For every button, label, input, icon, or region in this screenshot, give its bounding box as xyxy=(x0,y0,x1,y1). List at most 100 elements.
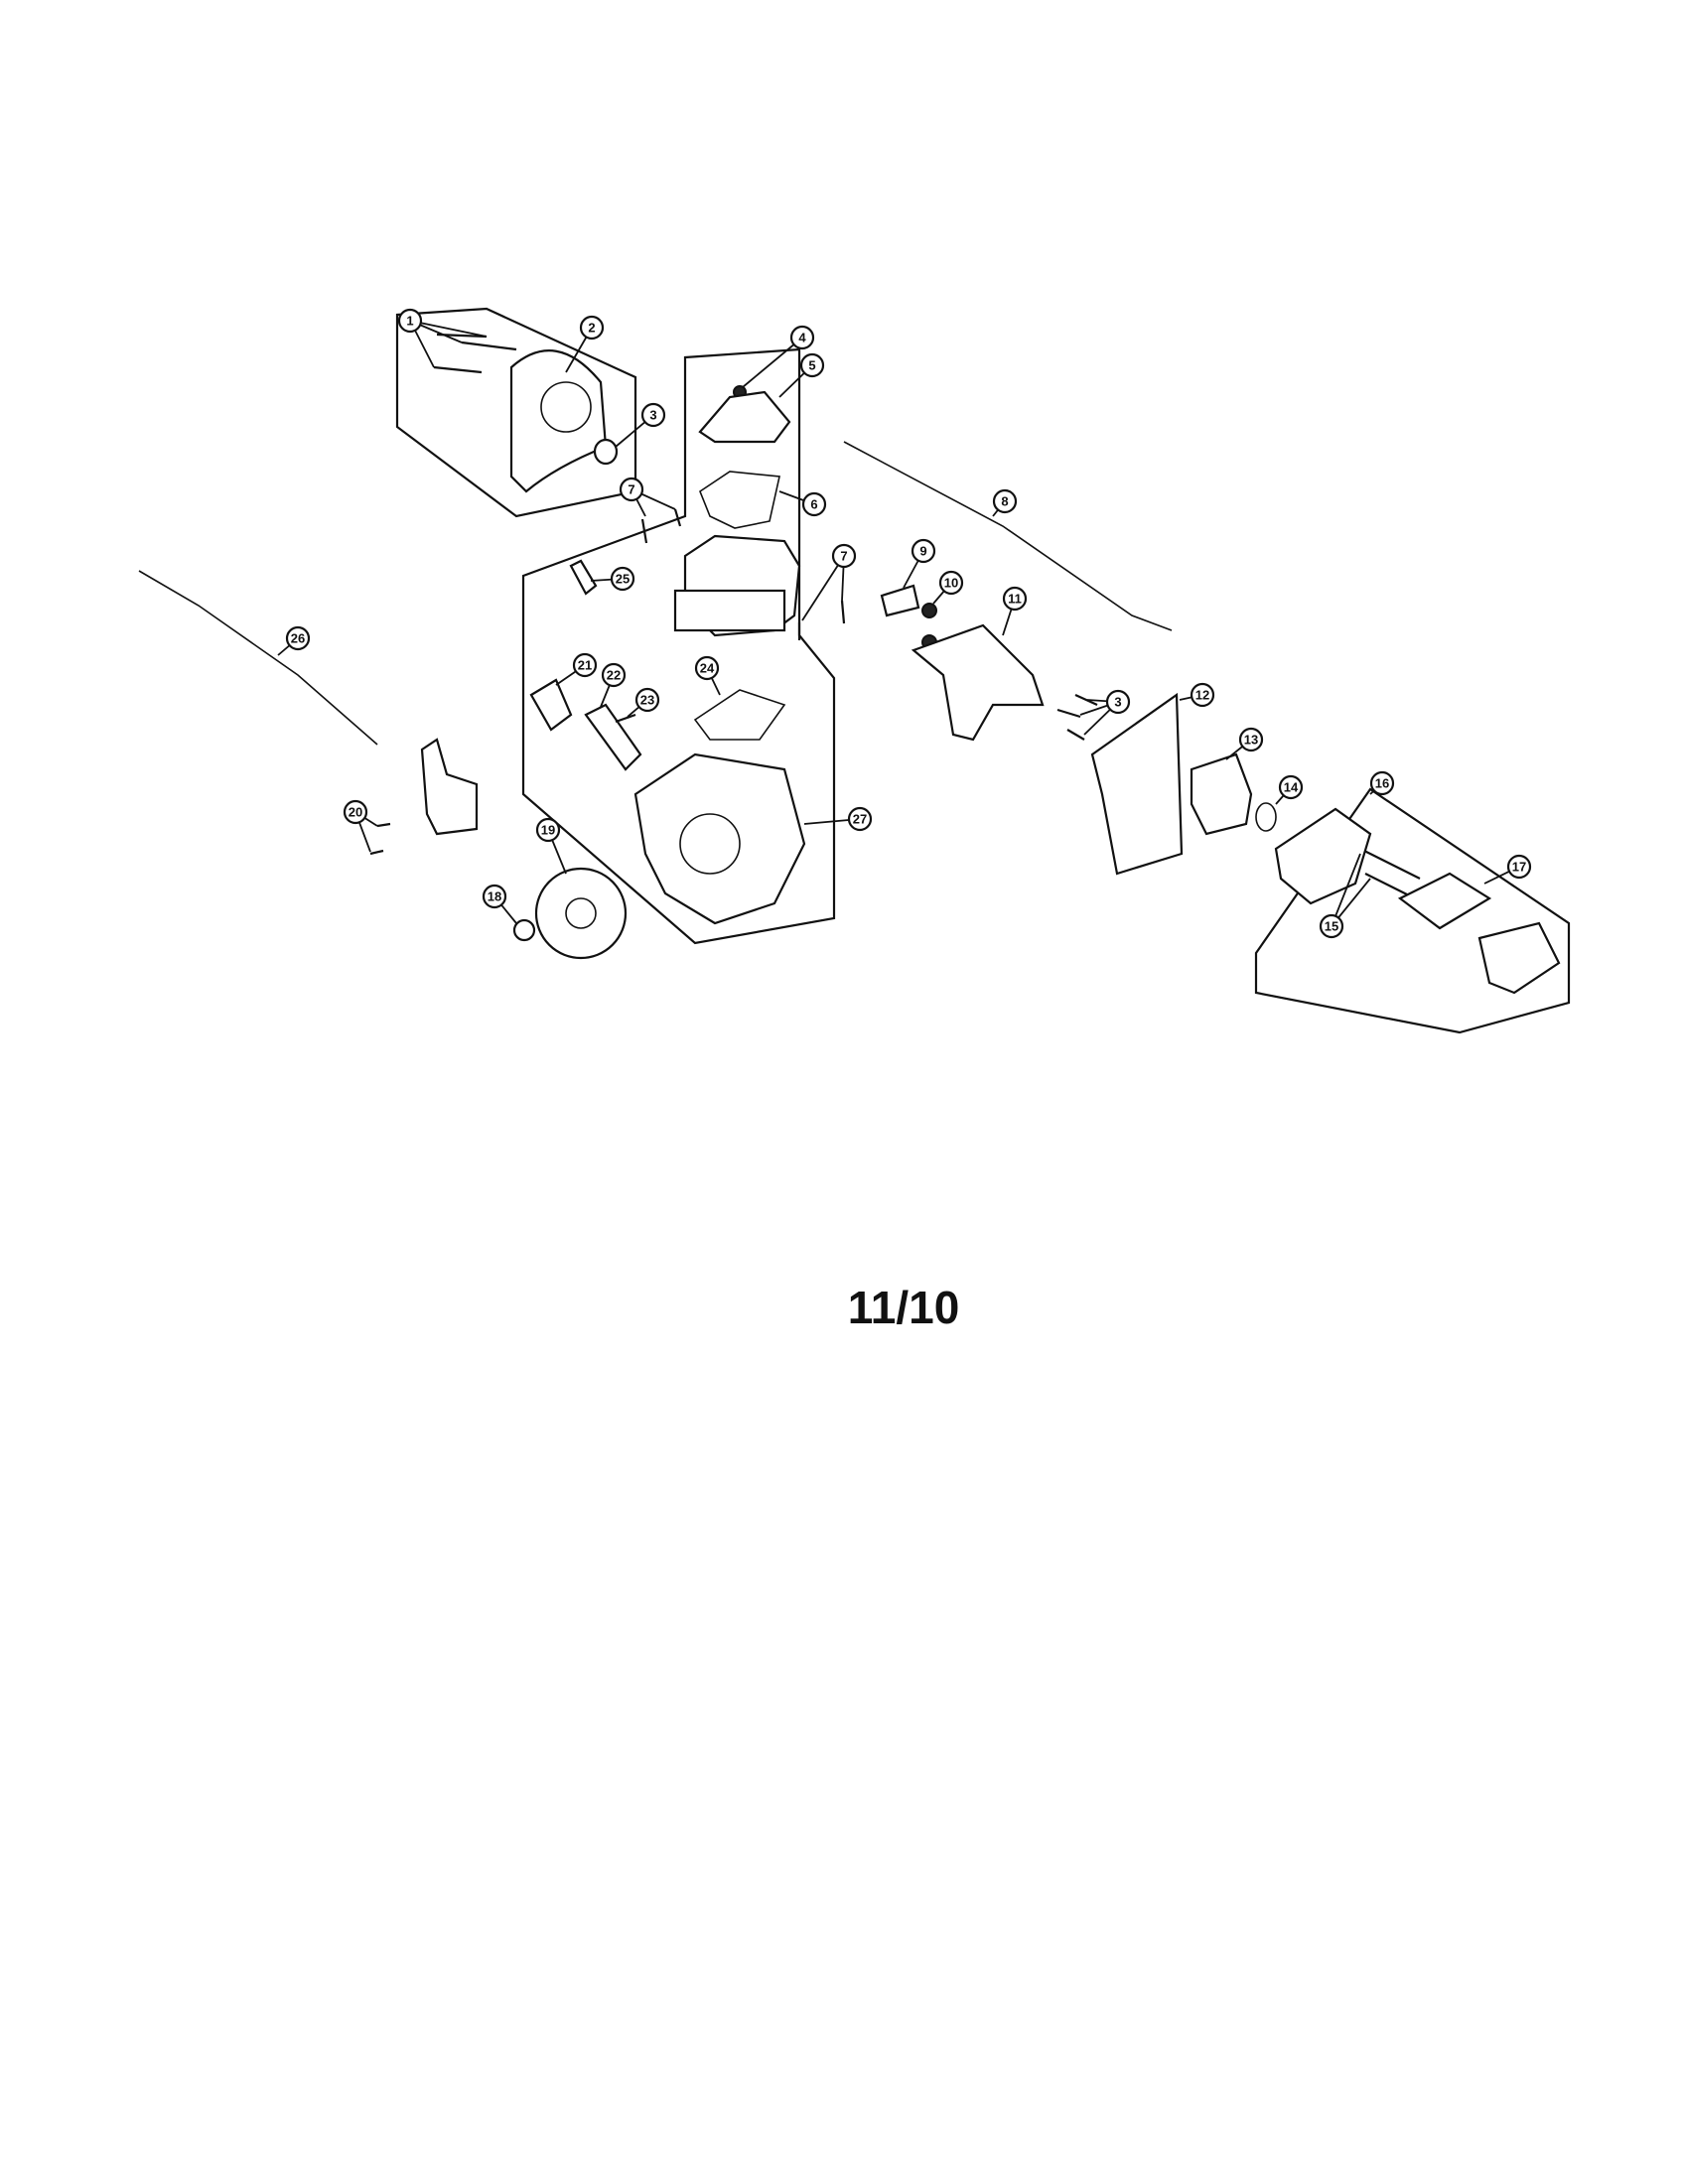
callout-circle xyxy=(789,325,815,350)
throttle-cable-part-8 xyxy=(843,441,1173,631)
spring-part-21 xyxy=(529,678,573,732)
callout-number: 14 xyxy=(1284,780,1299,795)
callout-number: 9 xyxy=(919,544,926,559)
callout-circle xyxy=(601,662,627,688)
callout-circle xyxy=(535,817,561,843)
callout-27: 27 xyxy=(847,806,873,832)
callout-circle xyxy=(992,488,1018,514)
callout-circle xyxy=(1105,689,1131,715)
callout-24: 24 xyxy=(694,655,720,681)
callout-13: 13 xyxy=(1238,727,1264,752)
callout-circle xyxy=(1278,774,1304,800)
callout-11: 11 xyxy=(1002,586,1028,612)
screws-part-7-upper xyxy=(640,508,682,544)
callout-circle xyxy=(1319,913,1344,939)
plug-part-25 xyxy=(569,559,598,596)
callout-25: 25 xyxy=(610,566,635,592)
callout-circle xyxy=(634,687,660,713)
air-filter-base-part-16 xyxy=(1274,807,1372,905)
callout-number: 10 xyxy=(944,576,958,591)
ignition-coil xyxy=(420,738,479,836)
callout-circle xyxy=(619,477,644,502)
callout-circle xyxy=(831,543,857,569)
carburetor-part-13 xyxy=(1190,752,1253,836)
air-filter-cover-part-17 xyxy=(1397,872,1492,930)
callout-3a: 3 xyxy=(640,402,666,428)
callout-circle xyxy=(799,352,825,378)
group-box-air-filter xyxy=(1254,787,1571,1034)
callout-circle xyxy=(343,799,368,825)
gasket-part-24 xyxy=(693,689,786,741)
callout-circle xyxy=(610,566,635,592)
callout-12: 12 xyxy=(1190,682,1215,708)
callout-circle xyxy=(285,625,311,651)
callout-3b: 3 xyxy=(1105,689,1131,715)
callout-number: 7 xyxy=(628,482,634,497)
fan-housing-part-2 xyxy=(509,349,608,493)
gasket-part-14 xyxy=(1255,802,1277,832)
callout-circle xyxy=(1190,682,1215,708)
callout-number: 2 xyxy=(588,321,595,336)
callout-number: 12 xyxy=(1195,688,1209,703)
seal-part-22 xyxy=(584,703,642,771)
callout-10: 10 xyxy=(938,570,964,596)
callout-circle xyxy=(1506,854,1532,880)
callout-2: 2 xyxy=(579,315,605,341)
callout-number: 13 xyxy=(1244,733,1258,748)
group-box-cylinder-crankcase xyxy=(521,347,836,945)
callout-number: 17 xyxy=(1512,860,1526,875)
callout-number: 23 xyxy=(640,693,654,708)
bracket-part-11 xyxy=(911,623,1045,742)
callout-8: 8 xyxy=(992,488,1018,514)
callout-number: 3 xyxy=(1114,695,1121,710)
screws-part-1 xyxy=(433,333,517,374)
callout-5: 5 xyxy=(799,352,825,378)
callout-circle xyxy=(640,402,666,428)
flywheel-part-19 xyxy=(534,867,628,960)
callout-circle xyxy=(694,655,720,681)
screws-part-3 xyxy=(1056,693,1098,741)
callout-number: 26 xyxy=(291,631,305,646)
callout-number: 6 xyxy=(810,497,817,512)
screw-part-23 xyxy=(615,713,636,724)
callout-circle xyxy=(579,315,605,341)
nut-part-10 xyxy=(921,603,937,618)
callout-number: 15 xyxy=(1325,919,1338,934)
callout-number: 19 xyxy=(541,823,555,838)
callout-number: 18 xyxy=(488,889,501,904)
callout-7b: 7 xyxy=(831,543,857,569)
callout-19: 19 xyxy=(535,817,561,843)
nut-part-18 xyxy=(512,918,536,942)
callout-number: 7 xyxy=(840,549,847,564)
callout-number: 25 xyxy=(616,572,630,587)
callout-circle xyxy=(938,570,964,596)
gasket-part-6 xyxy=(699,471,780,529)
screws-part-7-lower xyxy=(797,600,846,640)
callout-15: 15 xyxy=(1319,913,1344,939)
callout-6: 6 xyxy=(801,491,827,517)
callout-circle xyxy=(572,652,598,678)
callout-number: 24 xyxy=(700,661,715,676)
callout-circle xyxy=(801,491,827,517)
callout-number: 4 xyxy=(798,331,806,345)
callout-21: 21 xyxy=(572,652,598,678)
callout-14: 14 xyxy=(1278,774,1304,800)
screws-part-20 xyxy=(369,822,391,856)
callout-circle xyxy=(482,884,507,909)
callout-9: 9 xyxy=(911,538,936,564)
callout-22: 22 xyxy=(601,662,627,688)
callout-number: 11 xyxy=(1008,592,1022,607)
cylinder-cover-part-5 xyxy=(698,390,791,444)
callout-number: 1 xyxy=(406,314,413,329)
callout-20: 20 xyxy=(343,799,368,825)
callout-circle xyxy=(1369,770,1395,796)
callout-4: 4 xyxy=(789,325,815,350)
callout-26: 26 xyxy=(285,625,311,651)
callout-number: 21 xyxy=(578,658,592,673)
callout-number: 20 xyxy=(349,805,362,820)
date-code-label: 11/10 xyxy=(847,1282,960,1333)
air-filter-housing xyxy=(1477,921,1561,995)
callout-18: 18 xyxy=(482,884,507,909)
